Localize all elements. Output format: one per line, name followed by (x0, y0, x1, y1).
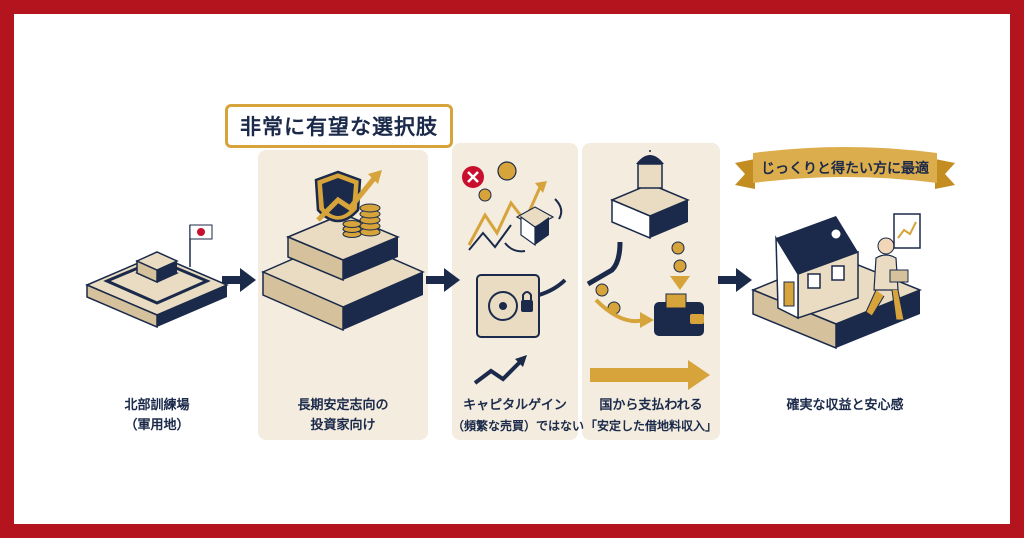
step-label-capital-gain: キャピタルゲイン （頻繁な売買）ではない (452, 396, 585, 436)
step-label-line: 長期安定志向の (297, 398, 389, 413)
arrow-right-icon (426, 268, 460, 292)
step-label-line: 「安定した借地料収入」 (584, 419, 717, 433)
ribbon-text: じっくりと得たい方に最適 (761, 161, 929, 177)
investor-pedestal-illustration (261, 170, 425, 332)
step-label-line: 投資家向け (310, 418, 376, 433)
step-label-line: （軍用地） (124, 418, 190, 433)
step-label-line: 国から支払われる (599, 398, 703, 413)
step-label-result: 確実な収益と安心感 (755, 396, 935, 416)
step-label-military-land: 北部訓練場 （軍用地） (82, 396, 232, 436)
military-base-illustration (85, 224, 229, 329)
step-label-rent-income: 国から支払われる 「安定した借地料収入」 (582, 396, 720, 436)
rent-income-illustration (586, 150, 710, 390)
step-label-line: （頻繁な売買）ではない (452, 419, 585, 433)
step-label-line: キャピタルゲイン (463, 398, 567, 413)
step-label-investor: 長期安定志向の 投資家向け (258, 396, 428, 436)
highlight-heading: 非常に有望な選択肢 (225, 104, 453, 148)
highlight-text: 非常に有望な選択肢 (240, 115, 438, 139)
ribbon-banner (735, 147, 955, 189)
step-label-line: 北部訓練場 (124, 398, 190, 413)
capital-gain-illustration (462, 161, 567, 385)
step-label-line: 確実な収益と安心感 (786, 398, 904, 413)
arrow-right-icon (222, 268, 256, 292)
house-person-illustration (751, 213, 922, 350)
arrow-right-icon (718, 268, 752, 292)
